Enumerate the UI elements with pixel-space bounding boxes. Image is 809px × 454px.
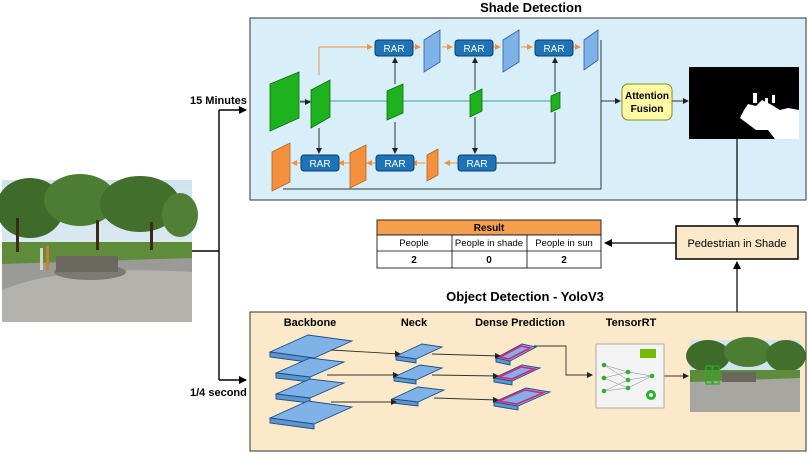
attention-fusion-line2: Fusion — [631, 104, 664, 115]
stage-neck: Neck — [401, 317, 428, 329]
rar-bottom-1-label: RAR — [309, 159, 330, 170]
stage-tensorrt: TensorRT — [606, 317, 657, 329]
input-branch-arrows — [192, 106, 247, 384]
detection-output-photo — [686, 337, 806, 412]
rar-bottom-3-label: RAR — [466, 159, 487, 170]
rar-top-1-label: RAR — [383, 44, 404, 55]
encoder-blocks — [269, 71, 561, 132]
cell-sun: 2 — [561, 255, 567, 266]
col-header-shade: People in shade — [455, 238, 523, 249]
rar-bottom-3 — [457, 154, 497, 172]
timing-top-label: 15 Minutes — [190, 95, 247, 107]
attention-blocks — [423, 29, 599, 73]
stage-dense-prediction: Dense Prediction — [475, 317, 565, 329]
object-detection-arrows — [327, 345, 689, 405]
encoder-block-4 — [469, 88, 483, 118]
shade-mask-image — [689, 67, 799, 139]
pedestrian-in-shade-label: Pedestrian in Shade — [687, 238, 786, 250]
rar-top-3-label: RAR — [543, 44, 564, 55]
tensorrt-box — [595, 343, 665, 409]
input-park-photo — [0, 174, 198, 322]
cell-shade: 0 — [486, 255, 492, 266]
nvidia-logo-icon — [640, 349, 656, 358]
dense-prediction-plates — [492, 343, 552, 411]
object-detection-title: Object Detection - YoloV3 — [446, 289, 604, 304]
neck-plates — [390, 343, 446, 407]
rar-bottom-2-label: RAR — [384, 159, 405, 170]
encoder-block-5 — [550, 91, 561, 113]
stage-backbone: Backbone — [284, 317, 337, 329]
cell-people: 2 — [411, 255, 417, 266]
rar-top-2-label: RAR — [463, 44, 484, 55]
rar-top-3 — [534, 39, 574, 57]
vertical-links — [283, 40, 621, 190]
timing-bottom-label: 1/4 second — [190, 387, 247, 399]
attention-fusion-line1: Attention — [625, 91, 669, 102]
encoder-block-2 — [310, 79, 331, 129]
col-header-sun: People in sun — [535, 238, 593, 249]
rar-top-2 — [454, 39, 494, 57]
encoder-block-1 — [269, 71, 300, 132]
attention-fusion-box — [621, 83, 673, 121]
result-table: Result People People in shade People in … — [376, 219, 602, 269]
result-title: Result — [474, 223, 505, 234]
col-header-people: People — [399, 238, 429, 249]
rar-bottom-2 — [375, 154, 415, 172]
backbone-plates — [268, 334, 354, 430]
rar-bottom-1 — [300, 154, 340, 172]
decoder-block-1 — [271, 142, 291, 192]
rar-blocks: RAR RAR RAR RAR RAR RAR — [300, 39, 574, 172]
shade-detection-title: Shade Detection — [480, 0, 582, 15]
rar-top-1 — [374, 39, 414, 57]
encoder-block-3 — [386, 83, 404, 121]
decoder-blocks — [271, 142, 439, 192]
